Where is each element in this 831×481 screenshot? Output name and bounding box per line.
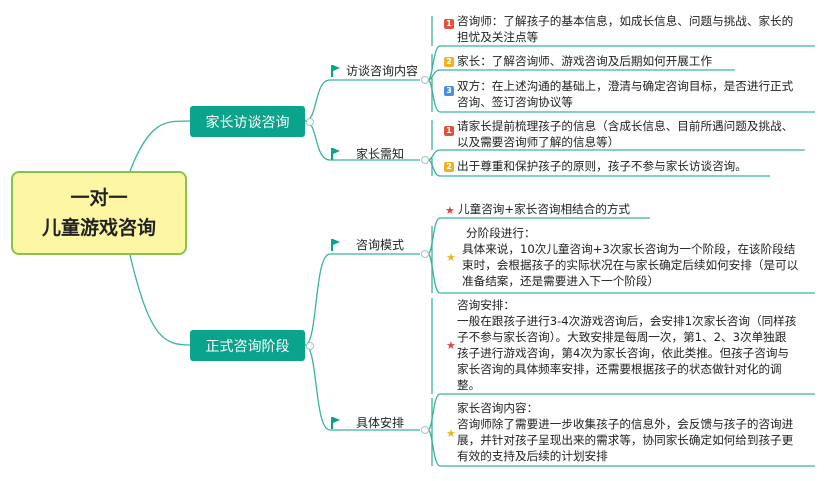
collapse-knob[interactable]: [306, 118, 314, 126]
sub-interview-content[interactable]: 访谈咨询内容: [330, 62, 418, 79]
branch-label: 正式咨询阶段: [205, 338, 290, 355]
priority-3-icon: 3: [444, 86, 454, 96]
priority-2-icon: 2: [444, 57, 454, 67]
leaf-both-parties[interactable]: 双方：在上述沟通的基础上，澄清与确定咨询目标，是否进行正式 咨询、签订咨询协议等: [457, 78, 793, 110]
leaf-line: 双方：在上述沟通的基础上，澄清与确定咨询目标，是否进行正式: [457, 79, 794, 93]
sub-label: 具体安排: [356, 416, 405, 430]
collapse-knob[interactable]: [421, 156, 429, 164]
leaf-line: 咨询安排：: [457, 298, 515, 312]
leaf-child-not-present[interactable]: 出于尊重和保护孩子的原则，孩子不参与家长访谈咨询。: [457, 158, 747, 174]
collapse-knob[interactable]: [421, 426, 429, 434]
flag-icon: [330, 64, 340, 77]
sub-parent-notes[interactable]: 家长需知: [330, 145, 404, 162]
leaf-staged[interactable]: 分阶段进行： 具体来说，10次儿童咨询+3次家长咨询为一个阶段，在该阶段结 束时…: [462, 225, 798, 289]
leaf-line: 束时，会根据孩子的实际状况在与家长确定后续如何安排（是可以: [462, 258, 799, 272]
collapse-knob[interactable]: [421, 250, 429, 258]
leaf-combined-mode[interactable]: 儿童咨询+家长咨询相结合的方式: [458, 201, 630, 217]
leaf-line: 一般在跟孩子进行3-4次游戏咨询后，会安排1次家长咨询（同样孩: [457, 314, 797, 328]
leaf-prepare-info[interactable]: 请家长提前梳理孩子的信息（含成长信息、目前所遇问题及挑战、 以及需要咨询师了解的…: [457, 118, 793, 150]
collapse-knob[interactable]: [421, 76, 429, 84]
collapse-knob[interactable]: [306, 342, 314, 350]
sub-consult-mode[interactable]: 咨询模式: [330, 236, 404, 253]
red-star-icon: ★: [446, 339, 456, 352]
leaf-line: 以及需要咨询师了解的信息等）: [457, 135, 620, 149]
flag-icon: [330, 416, 340, 429]
sub-label: 家长需知: [356, 147, 405, 161]
branch-formal-stage[interactable]: 正式咨询阶段: [190, 330, 305, 361]
leaf-line: 准备结案，还是需要进入下一个阶段）: [462, 274, 660, 288]
root-title-line1: 一对一: [70, 187, 128, 209]
leaf-line: 家长：了解咨询师、游戏咨询及后期如何开展工作: [457, 54, 713, 68]
priority-1-icon: 1: [444, 126, 454, 136]
sub-label: 访谈咨询内容: [346, 64, 419, 78]
leaf-line: 出于尊重和保护孩子的原则，孩子不参与家长访谈咨询。: [457, 159, 747, 173]
leaf-parent-info[interactable]: 家长：了解咨询师、游戏咨询及后期如何开展工作: [457, 53, 712, 69]
root-title-line2: 儿童游戏咨询: [41, 217, 156, 239]
leaf-schedule[interactable]: 咨询安排： 一般在跟孩子进行3-4次游戏咨询后，会安排1次家长咨询（同样孩 子不…: [457, 297, 796, 393]
leaf-line: 担忧及关注点等: [457, 30, 539, 44]
leaf-line: 有效的支持及后续的计划安排: [457, 449, 608, 463]
leaf-line: 分阶段进行：: [466, 226, 536, 240]
priority-1-icon: 1: [444, 19, 454, 29]
leaf-line: 儿童咨询+家长咨询相结合的方式: [458, 202, 631, 216]
leaf-line: 咨询师：了解孩子的基本信息，如成长信息、问题与挑战、家长的: [457, 14, 794, 28]
leaf-line: 家长咨询的具体频率安排，还需要根据孩子的状态做针对化的调: [457, 362, 782, 376]
root-topic[interactable]: 一对一 儿童游戏咨询: [11, 171, 187, 255]
leaf-line: 具体来说，10次儿童咨询+3次家长咨询为一个阶段，在该阶段结: [462, 242, 796, 256]
leaf-counselor-info[interactable]: 咨询师：了解孩子的基本信息，如成长信息、问题与挑战、家长的 担忧及关注点等: [457, 13, 793, 45]
leaf-line: 家长咨询内容：: [457, 401, 539, 415]
branch-label: 家长访谈咨询: [205, 114, 290, 131]
yellow-star-icon: ★: [446, 251, 456, 264]
flag-icon: [330, 238, 340, 251]
branch-parent-interview[interactable]: 家长访谈咨询: [190, 106, 305, 137]
leaf-line: 孩子进行游戏咨询，第4次为家长咨询，依此类推。但孩子咨询与: [457, 346, 790, 360]
leaf-line: 子不参与家长咨询）。大致安排是每周一次，第1、2、3次单独跟: [457, 330, 787, 344]
sub-label: 咨询模式: [356, 238, 405, 252]
flag-icon: [330, 147, 340, 160]
red-star-icon: ★: [445, 204, 455, 217]
leaf-line: 请家长提前梳理孩子的信息（含成长信息、目前所遇问题及挑战、: [457, 119, 794, 133]
leaf-line: 咨询师除了需要进一步收集孩子的信息外，会反馈与孩子的咨询进: [457, 417, 794, 431]
priority-2-icon: 2: [444, 162, 454, 172]
sub-arrangement[interactable]: 具体安排: [330, 414, 404, 431]
leaf-line: 展，并针对孩子呈现出来的需求等，协同家长确定如何给到孩子更: [457, 433, 794, 447]
leaf-line: 整。: [457, 378, 481, 392]
leaf-line: 咨询、签订咨询协议等: [457, 95, 573, 109]
yellow-star-icon: ★: [446, 427, 456, 440]
leaf-parent-session[interactable]: 家长咨询内容： 咨询师除了需要进一步收集孩子的信息外，会反馈与孩子的咨询进 展，…: [457, 400, 793, 464]
